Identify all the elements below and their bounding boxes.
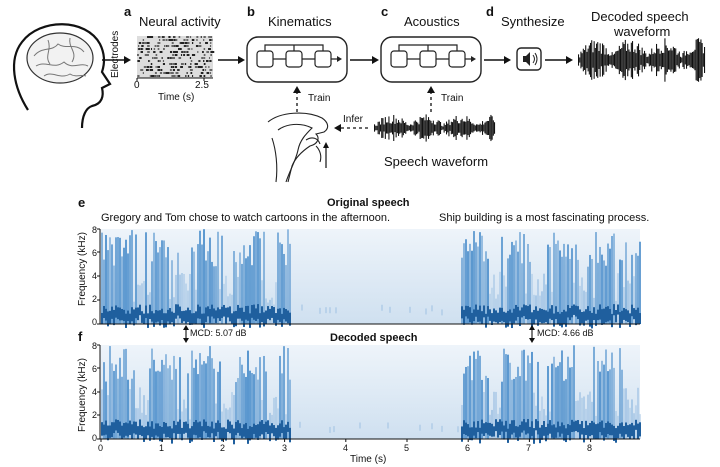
panel-e-title: Original speech: [327, 197, 410, 209]
panel-f-letter: f: [78, 329, 83, 344]
panel-e-ytick-6: 6: [92, 248, 98, 258]
panel-f-xtick-1: 1: [159, 443, 165, 453]
panel-f-xtick-6: 6: [465, 443, 471, 453]
panel-f-ytick-6: 6: [92, 364, 98, 374]
train-label-kinematics: Train: [308, 93, 331, 104]
panel-a-xlabel: Time (s): [158, 92, 195, 103]
train-label-acoustics: Train: [441, 93, 464, 104]
infer-label: Infer: [343, 114, 364, 125]
panel-d-title: Synthesize: [501, 14, 565, 29]
panel-f-xtick-2: 2: [220, 443, 226, 453]
panel-f-xtick-5: 5: [404, 443, 410, 453]
panel-e-letter: e: [78, 195, 86, 210]
panel-c-title: Acoustics: [404, 14, 460, 29]
panel-a-xtick-1: 2.5: [195, 80, 209, 91]
panel-e-ytick-2: 2: [92, 294, 98, 304]
mcd-label-1: MCD: 5.07 dB: [190, 328, 247, 338]
panel-d-letter: d: [486, 4, 494, 19]
panel-f-title: Decoded speech: [330, 332, 418, 344]
panel-f-xtick-0: 0: [98, 443, 104, 453]
panel-f-ylabel: Frequency (kHz): [77, 358, 88, 432]
panel-f-ytick-8: 8: [92, 341, 98, 351]
decoded-waveform-title-line1: Decoded speech: [591, 9, 689, 24]
panel-a-ylabel: Electrodes: [110, 30, 121, 78]
panel-f-ytick-4: 4: [92, 387, 98, 397]
speech-waveform-label: Speech waveform: [384, 154, 489, 169]
panel-a-letter: a: [124, 4, 132, 19]
panel-e-sentence-1: Gregory and Tom chose to watch cartoons …: [101, 212, 391, 224]
panel-f-xtick-8: 8: [587, 443, 593, 453]
panel-e-ytick-8: 8: [92, 225, 98, 235]
panel-f-ytick-2: 2: [92, 410, 98, 420]
panel-b-title: Kinematics: [268, 14, 332, 29]
panel-f-xlabel: Time (s): [350, 454, 387, 465]
panel-e-sentence-2: Ship building is a most fascinating proc…: [439, 212, 650, 224]
panel-e-ytick-4: 4: [92, 271, 98, 281]
panel-c-letter: c: [381, 4, 389, 19]
panel-f-xtick-3: 3: [282, 443, 288, 453]
panel-a-title: Neural activity: [139, 14, 221, 29]
mcd-label-2: MCD: 4.66 dB: [537, 328, 594, 338]
panel-a-xtick-0: 0: [134, 80, 140, 91]
panel-e-ytick-0: 0: [92, 317, 98, 327]
panel-b-letter: b: [247, 4, 255, 19]
panel-e-ylabel: Frequency (kHz): [77, 232, 88, 306]
panel-f-xtick-7: 7: [526, 443, 532, 453]
decoded-waveform-title-line2: waveform: [614, 24, 671, 39]
panel-f-ytick-0: 0: [92, 433, 98, 443]
panel-f-xtick-4: 4: [343, 443, 349, 453]
